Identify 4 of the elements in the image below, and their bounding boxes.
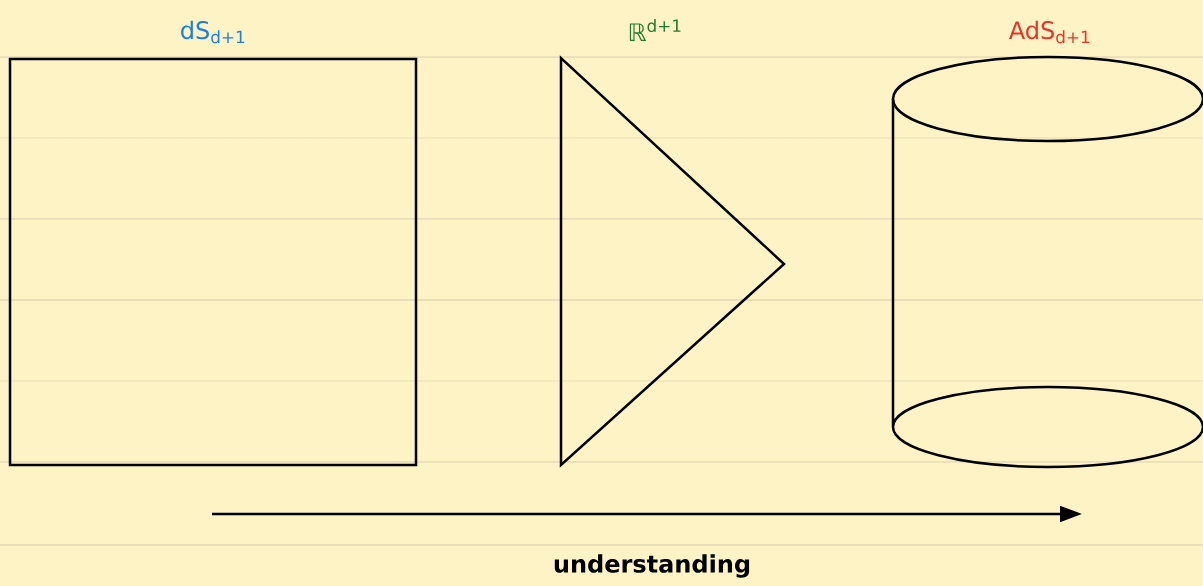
shape-label: AdS$_{d+1}$ bbox=[1009, 20, 1090, 44]
shape-label: ℝ$^{d+1}$ bbox=[629, 19, 681, 41]
axis-label: understanding bbox=[554, 554, 750, 578]
shape-label: dS$_{d+1}$ bbox=[181, 20, 245, 44]
